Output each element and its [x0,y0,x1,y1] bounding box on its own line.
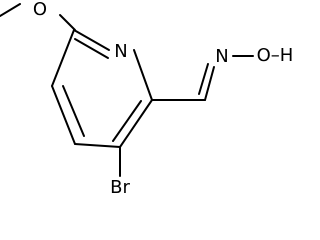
bond-c5-c6 [51,29,75,87]
bond-c6-n1-inner [74,38,109,59]
bond-c4-c5-inner [62,85,85,137]
bond-c2-c3 [119,99,153,148]
atom-oxime-oxygen-hydrogen: O–H [257,45,294,66]
bond-c2-c3-inner [112,100,142,142]
bond-c4-c5 [51,85,76,145]
bond-methyl-oxygen [0,3,21,17]
bond-n1-c2 [133,49,153,101]
atom-ring-nitrogen: N [114,41,127,62]
chemical-structure-diagram: O N Br N O–H [0,0,294,198]
bond-oxime-c-n-inner [198,63,209,95]
bond-oxime-c-n-outer [204,66,215,101]
bond-c3-c4 [74,143,121,148]
bond-oxygen-ring-carbon [59,14,76,31]
atom-oxime-nitrogen: N [215,46,228,67]
atom-bromine: Br [110,177,130,198]
atom-methoxy-oxygen: O [33,0,47,20]
bond-c6-n1-outer [73,29,110,51]
